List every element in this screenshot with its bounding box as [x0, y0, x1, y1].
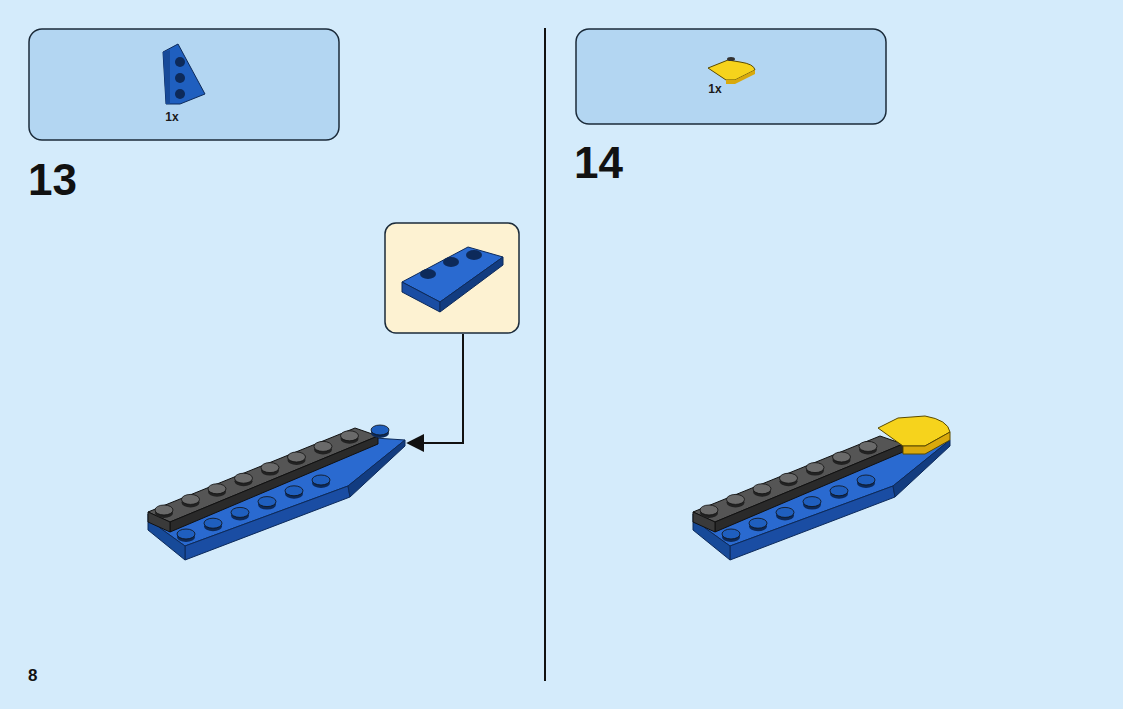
- stud: [312, 475, 330, 485]
- stud: [177, 529, 195, 539]
- curved-slope-icon: [708, 57, 755, 84]
- stud: [261, 463, 279, 473]
- stud: [288, 452, 306, 462]
- wedge-plate-icon: [163, 44, 205, 104]
- placement-arrow: [408, 334, 463, 443]
- stud: [314, 441, 332, 451]
- stud: [341, 431, 359, 441]
- plate-assembly: [148, 428, 405, 560]
- stud: [235, 473, 253, 483]
- stud: [857, 475, 875, 485]
- stud: [258, 497, 276, 507]
- stud: [285, 486, 303, 496]
- stud: [806, 463, 824, 473]
- plate-assembly: [693, 416, 950, 560]
- stud: [722, 529, 740, 539]
- page-number: 8: [28, 667, 37, 684]
- step-number: 13: [28, 158, 77, 202]
- stud: [753, 484, 771, 494]
- detail-callout-box: [385, 223, 519, 333]
- stud: [155, 505, 173, 515]
- part-quantity: 1x: [708, 82, 721, 96]
- stud: [204, 518, 222, 528]
- stud: [727, 494, 745, 504]
- part-quantity: 1x: [165, 110, 178, 124]
- step-number: 14: [574, 141, 623, 185]
- parts-callout: 1x: [576, 29, 886, 124]
- stud: [833, 452, 851, 462]
- stud: [859, 441, 877, 451]
- stud: [182, 494, 200, 504]
- stud: [803, 497, 821, 507]
- stud: [371, 425, 389, 435]
- stud: [749, 518, 767, 528]
- page-divider: [544, 28, 546, 681]
- parts-callout-box: [29, 29, 339, 140]
- stud: [830, 486, 848, 496]
- stud: [208, 484, 226, 494]
- stud: [780, 473, 798, 483]
- parts-callout-box: [576, 29, 886, 124]
- parts-callout: 1x: [29, 29, 339, 140]
- stud: [700, 505, 718, 515]
- stud: [231, 507, 249, 517]
- stud: [776, 507, 794, 517]
- wedge-plate-detail: [402, 247, 503, 312]
